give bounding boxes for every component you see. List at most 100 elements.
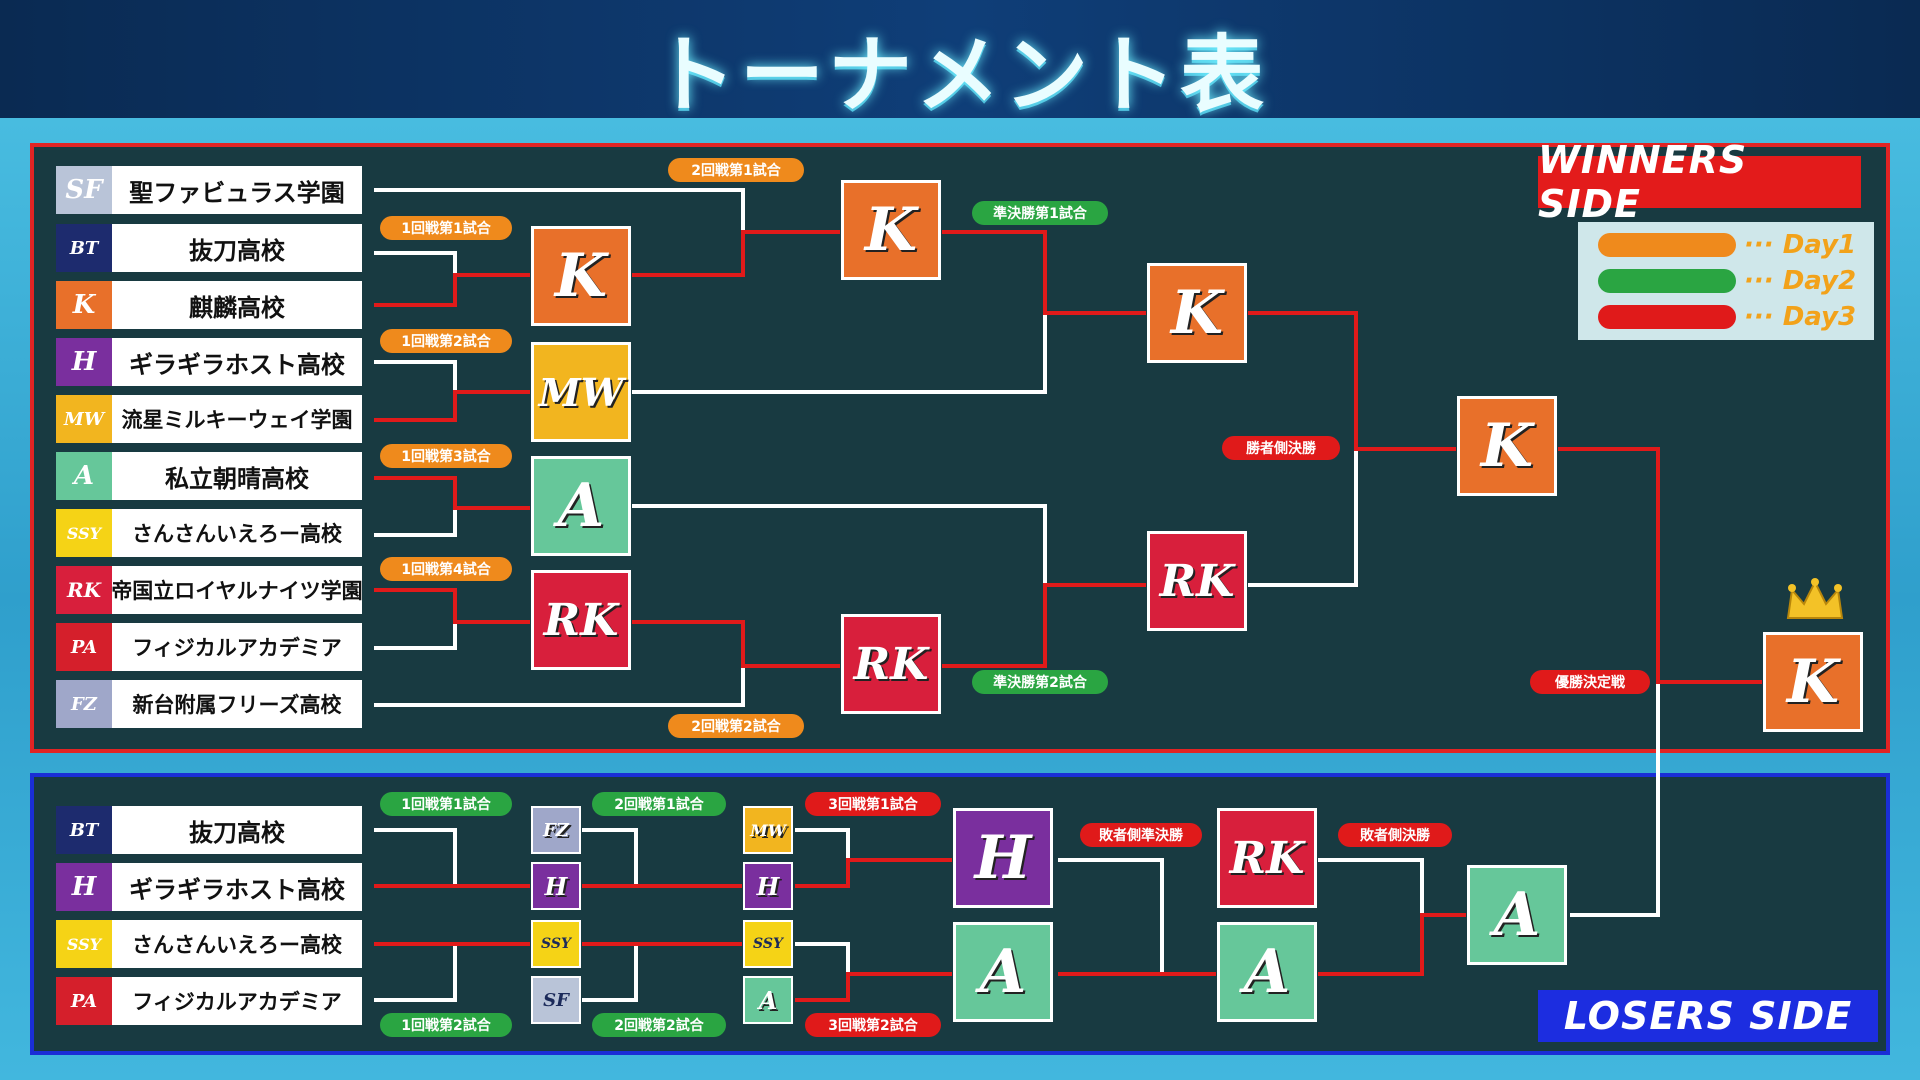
team-row: MW 流星ミルキーウェイ学園 [56,395,362,443]
team-logo-icon: A [56,452,112,500]
team-name: 抜刀高校 [112,806,362,854]
team-row: SSY さんさんいえろー高校 [56,920,362,968]
match-winner-tile: RK [1147,531,1247,631]
team-logo-icon: MW [56,395,112,443]
page-title: トーナメント表 [651,26,1268,124]
team-row: FZ 新台附属フリーズ高校 [56,680,362,728]
team-logo-icon: BT [56,224,112,272]
team-name: 帝国立ロイヤルナイツ学園 [112,566,362,614]
winners-winning-paths [374,230,1762,684]
team-logo-icon: SSY [56,509,112,557]
legend: ··· Day1 ··· Day2 ··· Day3 [1578,222,1874,340]
losers-winning-paths [374,858,1466,1002]
crown-icon [1786,578,1844,619]
match-winner-tile: A [953,922,1053,1022]
legend-item: ··· Day2 [1598,266,1857,296]
losers-losing-paths [374,828,1658,1002]
winners-side-banner: WINNERS SIDE [1538,138,1861,226]
entrant-tile: RK [1217,808,1317,908]
match-label: 敗者側決勝 [1338,823,1452,847]
entrant-tile: H [743,862,793,910]
team-name: 聖ファビュラス学園 [112,166,362,214]
entrant-tile: A [743,976,793,1024]
match-winner-tile: A [531,456,631,556]
match-winner-tile: RK [841,614,941,714]
entrant-tile: SF [531,976,581,1024]
team-row: SF 聖ファビュラス学園 [56,166,362,214]
match-label: 1回戦第3試合 [380,444,512,468]
match-label: 勝者側決勝 [1222,436,1340,460]
entrant-tile: SSY [743,920,793,968]
match-label: 優勝決定戦 [1530,670,1650,694]
team-name: 麒麟高校 [112,281,362,329]
team-name: 抜刀高校 [112,224,362,272]
team-row: A 私立朝晴高校 [56,452,362,500]
team-row: K 麒麟高校 [56,281,362,329]
team-row: SSY さんさんいえろー高校 [56,509,362,557]
match-winner-tile: RK [531,570,631,670]
team-name: ギラギラホスト高校 [112,338,362,386]
team-name: 流星ミルキーウェイ学園 [112,395,362,443]
match-winner-tile: K [841,180,941,280]
entrant-tile: FZ [531,806,581,854]
match-winner-tile: A [1217,922,1317,1022]
team-name: ギラギラホスト高校 [112,863,362,911]
match-label: 1回戦第4試合 [380,557,512,581]
match-winner-tile: H [953,808,1053,908]
team-logo-icon: RK [56,566,112,614]
match-winner-tile: K [531,226,631,326]
match-label: 準決勝第1試合 [972,201,1108,225]
champion-tile: K [1763,632,1863,732]
team-name: さんさんいえろー高校 [112,920,362,968]
team-logo-icon: BT [56,806,112,854]
team-row: H ギラギラホスト高校 [56,863,362,911]
match-label: 3回戦第1試合 [805,792,941,816]
match-label: 敗者側準決勝 [1080,823,1202,847]
team-name: さんさんいえろー高校 [112,509,362,557]
team-name: 私立朝晴高校 [112,452,362,500]
legend-swatch [1598,305,1736,329]
losers-side-banner: LOSERS SIDE [1538,990,1878,1042]
legend-label: ··· Day2 [1744,266,1857,296]
team-row: PA フィジカルアカデミア [56,977,362,1025]
team-row: PA フィジカルアカデミア [56,623,362,671]
match-winner-tile: K [1147,263,1247,363]
team-row: BT 抜刀高校 [56,806,362,854]
shield-logo-icon: SF [56,166,112,214]
team-logo-icon: SSY [56,920,112,968]
team-logo-icon: H [56,863,112,911]
legend-swatch [1598,233,1736,257]
entrant-tile: SSY [531,920,581,968]
team-name: フィジカルアカデミア [112,623,362,671]
match-winner-tile: MW [531,342,631,442]
match-label: 2回戦第1試合 [668,158,804,182]
team-logo-icon: PA [56,977,112,1025]
legend-swatch [1598,269,1736,293]
team-row: BT 抜刀高校 [56,224,362,272]
team-logo-icon: FZ [56,680,112,728]
match-winner-tile: A [1467,865,1567,965]
match-label: 1回戦第2試合 [380,329,512,353]
match-label: 3回戦第2試合 [805,1013,941,1037]
match-winner-tile: K [1457,396,1557,496]
legend-item: ··· Day3 [1598,302,1857,332]
team-logo-icon: PA [56,623,112,671]
team-name: 新台附属フリーズ高校 [112,680,362,728]
legend-label: ··· Day3 [1744,302,1857,332]
legend-item: ··· Day1 [1598,230,1857,260]
team-row: RK 帝国立ロイヤルナイツ学園 [56,566,362,614]
entrant-tile: MW [743,806,793,854]
match-label: 2回戦第2試合 [592,1013,726,1037]
legend-label: ··· Day1 [1744,230,1857,260]
team-logo-icon: H [56,338,112,386]
team-row: H ギラギラホスト高校 [56,338,362,386]
header-bar: トーナメント表 [0,0,1920,124]
team-name: フィジカルアカデミア [112,977,362,1025]
match-label: 1回戦第1試合 [380,792,512,816]
entrant-tile: H [531,862,581,910]
match-label: 準決勝第2試合 [972,670,1108,694]
match-label: 2回戦第2試合 [668,714,804,738]
match-label: 2回戦第1試合 [592,792,726,816]
match-label: 1回戦第1試合 [380,216,512,240]
